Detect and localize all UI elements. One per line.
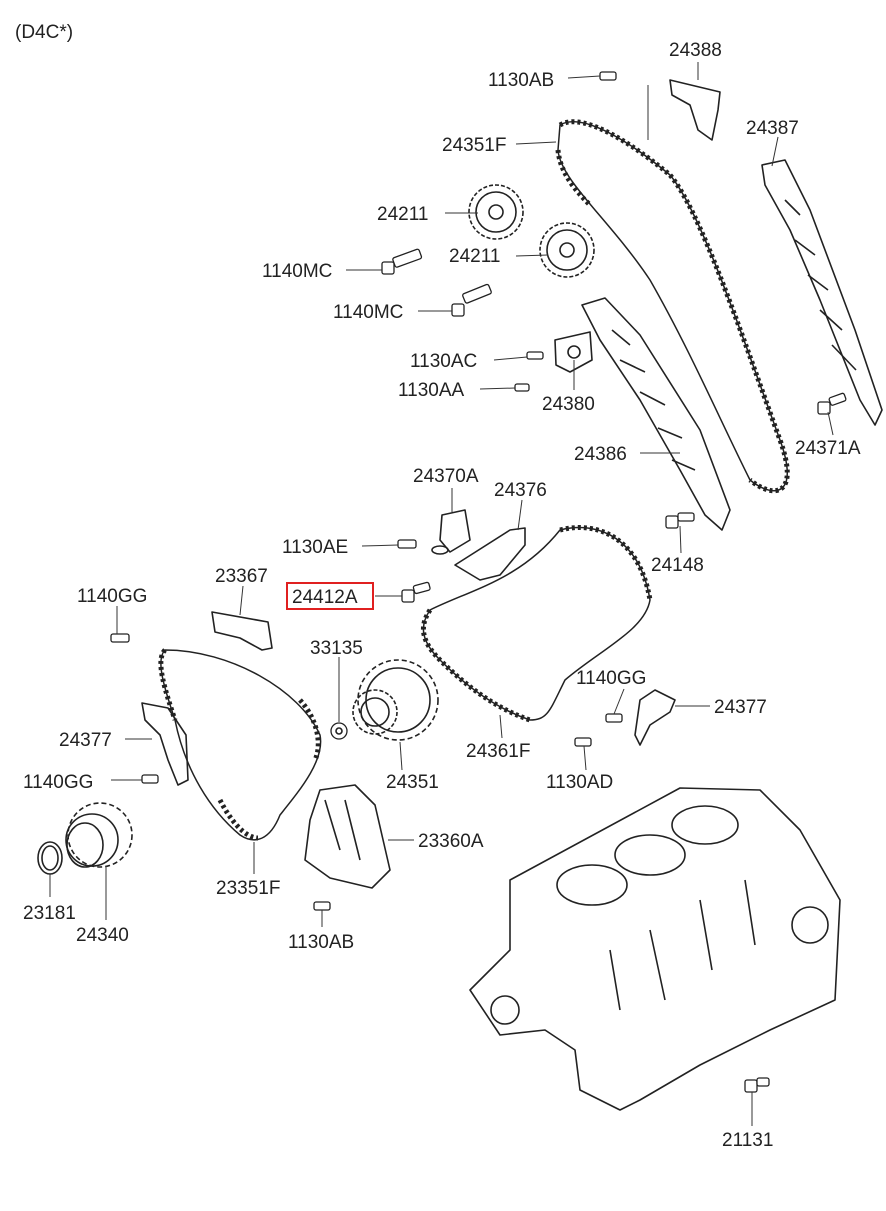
nut-33135 [330, 722, 348, 740]
label-23367: 23367 [215, 566, 268, 587]
label-1130ad: 1130AD [546, 772, 613, 793]
upper-timing-chain [555, 119, 790, 494]
label-24380: 24380 [542, 394, 595, 415]
label-23181: 23181 [23, 903, 76, 924]
label-24377-b: 24377 [714, 697, 767, 718]
label-1130ae: 1130AE [282, 537, 348, 558]
guide-23367 [211, 611, 273, 651]
label-24211-b: 24211 [449, 246, 500, 267]
label-1130ab-bottom: 1130AB [288, 932, 354, 953]
bolt-1140mc-a [381, 248, 423, 275]
bolt-1140gg-right [605, 713, 623, 723]
bolt-21131 [744, 1077, 770, 1093]
bolt-1130ac [526, 351, 544, 360]
bolt-24371a [817, 392, 847, 415]
bolt-1140mc-b [451, 283, 492, 317]
label-1140gg-b: 1140GG [576, 668, 646, 689]
bolt-1130ae [397, 539, 417, 549]
label-1140gg-c: 1140GG [23, 772, 93, 793]
bolt-1140gg-left [141, 774, 159, 784]
sprocket-24351 [352, 659, 439, 741]
bolt-1130aa [514, 383, 530, 392]
bracket-23360a [304, 784, 391, 889]
label-24412a[interactable]: 24412A [292, 587, 358, 608]
label-24351f: 24351F [442, 135, 506, 156]
guide-24386 [581, 297, 731, 531]
engine-block [469, 787, 841, 1111]
bolt-24148 [665, 512, 695, 529]
label-24361f: 24361F [466, 741, 530, 762]
label-24371a: 24371A [795, 438, 861, 459]
label-24387: 24387 [746, 118, 799, 139]
label-1130ac: 1130AC [410, 351, 477, 372]
label-24376: 24376 [494, 480, 547, 501]
label-1140mc-b: 1140MC [333, 302, 403, 323]
highlight-box [286, 582, 374, 610]
label-24148: 24148 [651, 555, 704, 576]
label-1130ab-top: 1130AB [488, 70, 554, 91]
bolt-1130ad [574, 737, 592, 747]
label-1130aa: 1130AA [398, 380, 465, 401]
label-24386: 24386 [574, 444, 627, 465]
label-24377-a: 24377 [59, 730, 112, 751]
label-1140mc-a: 1140MC [262, 261, 332, 282]
guide-24376 [454, 527, 526, 581]
guide-24377-left [141, 702, 189, 786]
label-33135: 33135 [310, 638, 363, 659]
bolt-1140gg-top-left [110, 633, 130, 643]
bolt-24412a [401, 581, 431, 603]
tensioner-24380 [554, 331, 593, 373]
crank-sprocket-24340 [65, 802, 133, 868]
bolt-1130ab-top [599, 71, 617, 81]
label-24388: 24388 [669, 40, 722, 61]
seal-23181 [37, 841, 63, 875]
label-24211-a: 24211 [377, 204, 428, 225]
part-labels: 1130AB 24388 24351F 24387 24211 24211 11… [23, 40, 861, 1151]
tensioner-24370a [431, 509, 471, 555]
sprocket-24211-a [468, 184, 524, 240]
label-24370a: 24370A [413, 466, 479, 487]
guide-24388 [647, 79, 721, 141]
balance-chain-23351f [158, 648, 322, 841]
guide-24387 [761, 159, 883, 426]
label-21131: 21131 [722, 1130, 773, 1151]
sprocket-24211-b [539, 222, 595, 278]
lower-timing-chain-24361f [420, 525, 653, 723]
bolt-1130ab-bottom [313, 901, 331, 911]
leader-lines [49, 62, 834, 1126]
label-1140gg-a: 1140GG [77, 586, 147, 607]
label-23351f: 23351F [216, 878, 280, 899]
model-tag: (D4C*) [15, 22, 73, 43]
label-24351: 24351 [386, 772, 439, 793]
label-24340: 24340 [76, 925, 129, 946]
label-23360a: 23360A [418, 831, 484, 852]
guide-24377-right [634, 689, 676, 746]
